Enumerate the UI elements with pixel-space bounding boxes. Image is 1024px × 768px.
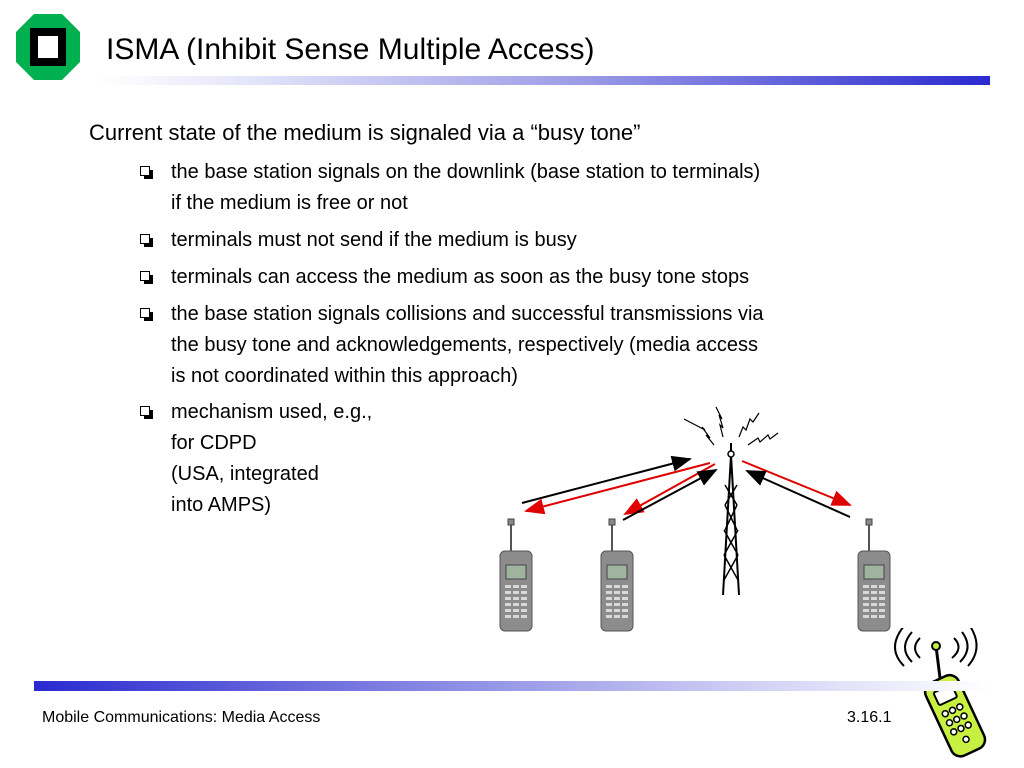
bullet-line: terminals must not send if the medium is…	[171, 229, 577, 251]
bullet-marker-icon	[140, 271, 153, 284]
bullet-line: for CDPD	[171, 432, 257, 454]
bullet-line: the base station signals on the downlink…	[171, 161, 761, 183]
bullet-line: (USA, integrated	[171, 463, 319, 485]
bullet-line: if the medium is free or not	[171, 192, 408, 214]
antenna-tower-icon	[683, 406, 779, 596]
university-logo-icon	[16, 14, 80, 80]
isma-network-diagram	[499, 406, 891, 632]
bullet-marker-icon	[140, 308, 153, 321]
bullet-line: terminals can access the medium as soon …	[171, 266, 750, 288]
bullet-line: mechanism used, e.g.,	[171, 401, 373, 423]
bullet-line: into AMPS)	[171, 494, 272, 516]
bullet-marker-icon	[140, 234, 153, 247]
bullet-line: the busy tone and acknowledgements, resp…	[171, 334, 758, 356]
bullet-line: is not coordinated within this approach)	[171, 365, 518, 387]
bullet-line: the base station signals collisions and …	[171, 303, 764, 325]
slide-title: ISMA (Inhibit Sense Multiple Access)	[106, 33, 595, 66]
cellphone-clipart-icon	[894, 628, 987, 758]
slide-number: 3.16.1	[847, 709, 892, 726]
bullet-marker-icon	[140, 166, 153, 179]
footer-course-title: Mobile Communications: Media Access	[42, 709, 321, 726]
footer-divider-bar	[34, 681, 990, 691]
title-divider-bar	[98, 76, 990, 85]
bullet-marker-icon	[140, 406, 153, 419]
mobile-phone-icon	[857, 518, 891, 632]
mobile-phone-icon	[499, 518, 533, 632]
main-point: Current state of the medium is signaled …	[89, 120, 641, 145]
signal-arrows	[521, 455, 852, 521]
mobile-phone-icon	[600, 518, 634, 632]
